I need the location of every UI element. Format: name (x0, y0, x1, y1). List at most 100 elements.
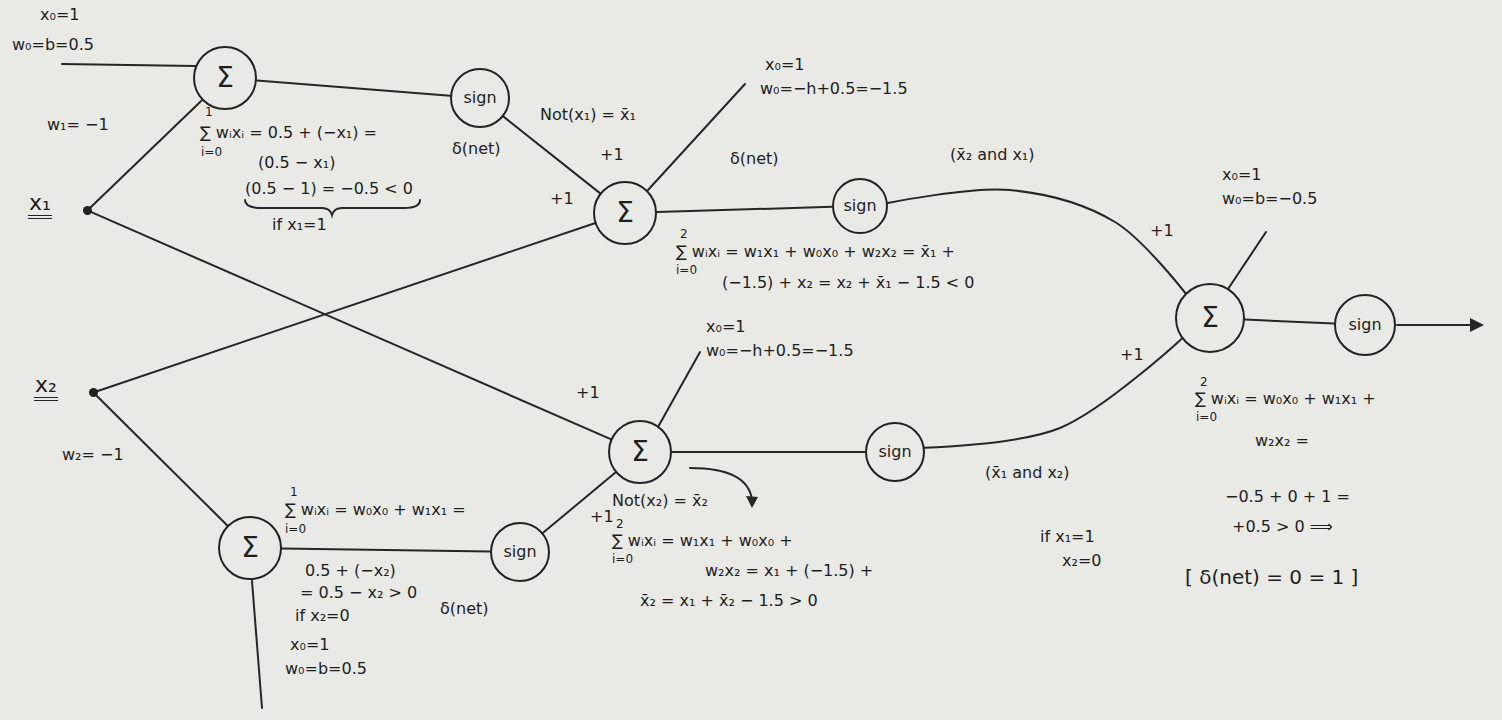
formula-text: δ(net) (730, 150, 779, 168)
formula-text: if x₂=0 (295, 607, 350, 625)
formula-text: if x₁=1 (272, 216, 327, 234)
formula-text: 1 (205, 106, 213, 120)
bias-line (658, 352, 700, 427)
formula-text: 2 (1200, 376, 1208, 390)
summation-circle: Σ (218, 516, 282, 580)
weight-connection (925, 339, 1182, 448)
formula-text: ∑ wᵢxᵢ = w₁x₁ + w₀x₀ + (612, 532, 793, 550)
input-dot (89, 388, 98, 397)
formula-text: i=0 (612, 553, 633, 567)
formula-text: i=0 (676, 264, 697, 278)
weight-connection (504, 117, 600, 193)
formula-text: x₀=1 (765, 56, 804, 74)
node-text: sign (503, 543, 536, 561)
node-text: sign (843, 197, 876, 215)
node-text: Σ (241, 532, 259, 564)
input-dot (83, 206, 92, 215)
arrow-head (746, 496, 758, 508)
summation-circle: Σ (608, 420, 672, 484)
input-node: x₂ (34, 372, 98, 407)
sign-circle: sign (1334, 294, 1396, 356)
weight-label: +1 (1118, 346, 1146, 364)
node-text: Σ (1201, 302, 1219, 334)
node-text: Σ (631, 436, 649, 468)
weight-connection (87, 210, 610, 439)
summation-circle: Σ (593, 181, 657, 245)
formula-text: w₂x₂ = (1255, 432, 1309, 450)
bias-line (1228, 232, 1266, 289)
formula-text: +0.5 > 0 ⟹ (1232, 518, 1333, 536)
formula-text: 0.5 + (−x₂) (305, 562, 396, 580)
formula-text: (x̄₂ and x₁) (950, 146, 1035, 164)
weight-label: +1 (598, 146, 626, 164)
weight-connection (257, 81, 450, 96)
sign-circle: sign (450, 68, 510, 128)
formula-text: 2 (680, 228, 688, 242)
weight-connection (672, 451, 865, 453)
node-text: sign (1348, 316, 1381, 334)
formula-text: x₀=1 (40, 6, 79, 24)
bias-line (648, 84, 745, 190)
node-text: Σ (216, 62, 234, 94)
formula-text: Not(x₁) = x̄₁ (540, 106, 636, 124)
formula-text: x₀=1 (1222, 166, 1261, 184)
formula-text: (0.5 − 1) = −0.5 < 0 (245, 180, 413, 198)
formula-text: x₀=1 (706, 318, 745, 336)
sign-circle: sign (865, 422, 925, 482)
sign-circle: sign (490, 522, 550, 582)
formula-text: x₀=1 (290, 636, 329, 654)
formula-text: x̄₂ = x₁ + x̄₂ − 1.5 > 0 (640, 592, 818, 610)
formula-text: if x₁=1 (1040, 528, 1095, 546)
output-arrow (1397, 324, 1474, 326)
formula-text: x₂=0 (1062, 552, 1101, 570)
formula-text: δ(net) (452, 140, 501, 158)
formula-text: w₀=−h+0.5=−1.5 (760, 80, 908, 98)
weight-label: +1 (548, 190, 576, 208)
formula-text: ∑ wᵢxᵢ = w₁x₁ + w₀x₀ + w₂x₂ = x̄₁ + (676, 243, 955, 261)
formula-text: (x̄₁ and x₂) (985, 464, 1070, 482)
summation-circle: Σ (1175, 283, 1245, 353)
weight-connection (543, 472, 615, 532)
formula-text: w₀=b=0.5 (12, 36, 94, 54)
bias-line (62, 64, 195, 66)
weight-connection (93, 223, 594, 392)
weight-connection (1245, 320, 1334, 324)
bias-line (252, 581, 262, 708)
formula-text: ∑ wᵢxᵢ = w₀x₀ + w₁x₁ + (1195, 390, 1376, 408)
formula-text: (0.5 − x₁) (258, 154, 335, 172)
node-text: sign (463, 89, 496, 107)
weight-label: +1 (588, 508, 616, 526)
weight-label: +1 (574, 384, 602, 402)
formula-text: = 0.5 − x₂ > 0 (300, 584, 417, 602)
arrow-head (1470, 318, 1484, 332)
weight-label: w₁= −1 (45, 116, 111, 134)
formula-text: ∑ wᵢxᵢ = 0.5 + (−x₁) = (200, 124, 377, 142)
formula-text: i=0 (1196, 411, 1217, 425)
formula-text: −0.5 + 0 + 1 = (1225, 488, 1350, 506)
formula-text: [ δ(net) = 0 = 1 ] (1185, 566, 1358, 589)
formula-text: i=0 (201, 146, 222, 160)
formula-text: δ(net) (440, 600, 489, 618)
weight-connection (657, 207, 832, 212)
formula-text: (−1.5) + x₂ = x₂ + x̄₁ − 1.5 < 0 (722, 274, 975, 292)
node-text: Σ (616, 197, 634, 229)
formula-text: w₀=b=0.5 (285, 660, 367, 678)
formula-text: w₂x₂ = x₁ + (−1.5) + (705, 562, 873, 580)
formula-text: i=0 (285, 523, 306, 537)
formula-text: w₀=−h+0.5=−1.5 (706, 342, 854, 360)
node-text: x₁ (28, 190, 52, 219)
formula-text: Not(x₂) = x̄₂ (612, 492, 708, 510)
node-text: x₂ (34, 372, 58, 401)
weight-connection (282, 548, 490, 551)
formula-text: 2 (616, 518, 624, 532)
node-text: sign (878, 443, 911, 461)
summation-circle: Σ (193, 46, 257, 110)
formula-text: w₀=b=−0.5 (1222, 190, 1317, 208)
formula-text: 1 (290, 486, 298, 500)
weight-label: w₂= −1 (60, 446, 126, 464)
sign-circle: sign (832, 178, 888, 234)
underbrace (245, 200, 420, 215)
input-node: x₁ (28, 190, 92, 225)
formula-text: ∑ wᵢxᵢ = w₀x₀ + w₁x₁ = (285, 501, 466, 519)
